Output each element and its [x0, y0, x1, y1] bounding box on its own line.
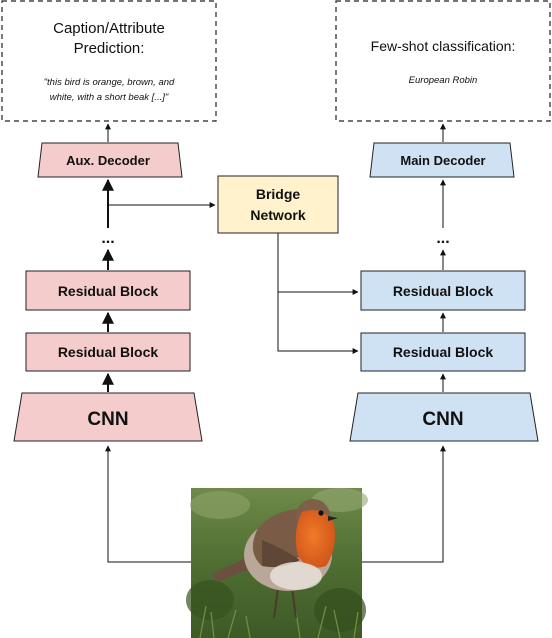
left-cnn: CNN — [13, 392, 203, 442]
connection-arrows — [102, 123, 446, 563]
left-ellipsis: ... — [101, 230, 114, 247]
right-residual-block-upper: Residual Block — [360, 270, 526, 311]
aux-decoder-label: Aux. Decoder — [66, 153, 150, 168]
right-residual-block-lower: Residual Block — [360, 332, 526, 372]
main-decoder-label: Main Decoder — [400, 153, 485, 168]
aux-decoder: Aux. Decoder — [37, 142, 183, 178]
right-cnn-label: CNN — [422, 409, 463, 430]
right-residual-block-lower-label: Residual Block — [393, 344, 494, 360]
left-output-example-line2: white, with a short beak [...]" — [50, 92, 169, 103]
left-residual-block-upper-label: Residual Block — [58, 283, 159, 299]
left-residual-block-lower-label: Residual Block — [58, 344, 159, 360]
right-output-example: European Robin — [409, 75, 478, 86]
input-image-robin — [186, 488, 368, 638]
right-cnn: CNN — [349, 392, 539, 442]
bridge-network: Bridge Network — [217, 175, 339, 234]
right-output-title: Few-shot classification: — [371, 38, 516, 54]
left-cnn-label: CNN — [87, 409, 128, 430]
arrow-image-to-right-cnn — [362, 445, 446, 563]
arrow-bridge-to-right-lower-block — [277, 233, 359, 354]
right-residual-block-upper-label: Residual Block — [393, 283, 494, 299]
left-residual-block-upper: Residual Block — [25, 270, 191, 311]
bridge-label-line2: Network — [250, 207, 305, 223]
right-output-box: Few-shot classification: European Robin — [335, 0, 551, 122]
left-output-box: Caption/Attribute Prediction: "this bird… — [1, 0, 217, 122]
right-ellipsis: ... — [436, 230, 449, 247]
bridge-label-line1: Bridge — [256, 186, 301, 202]
main-decoder: Main Decoder — [369, 142, 515, 178]
left-output-example-line1: "this bird is orange, brown, and — [44, 77, 175, 88]
left-residual-block-lower: Residual Block — [25, 332, 191, 372]
arrow-image-to-left-cnn — [105, 445, 191, 563]
left-output-title-line1: Caption/Attribute — [53, 20, 165, 37]
left-output-title-line2: Prediction: — [74, 40, 145, 57]
